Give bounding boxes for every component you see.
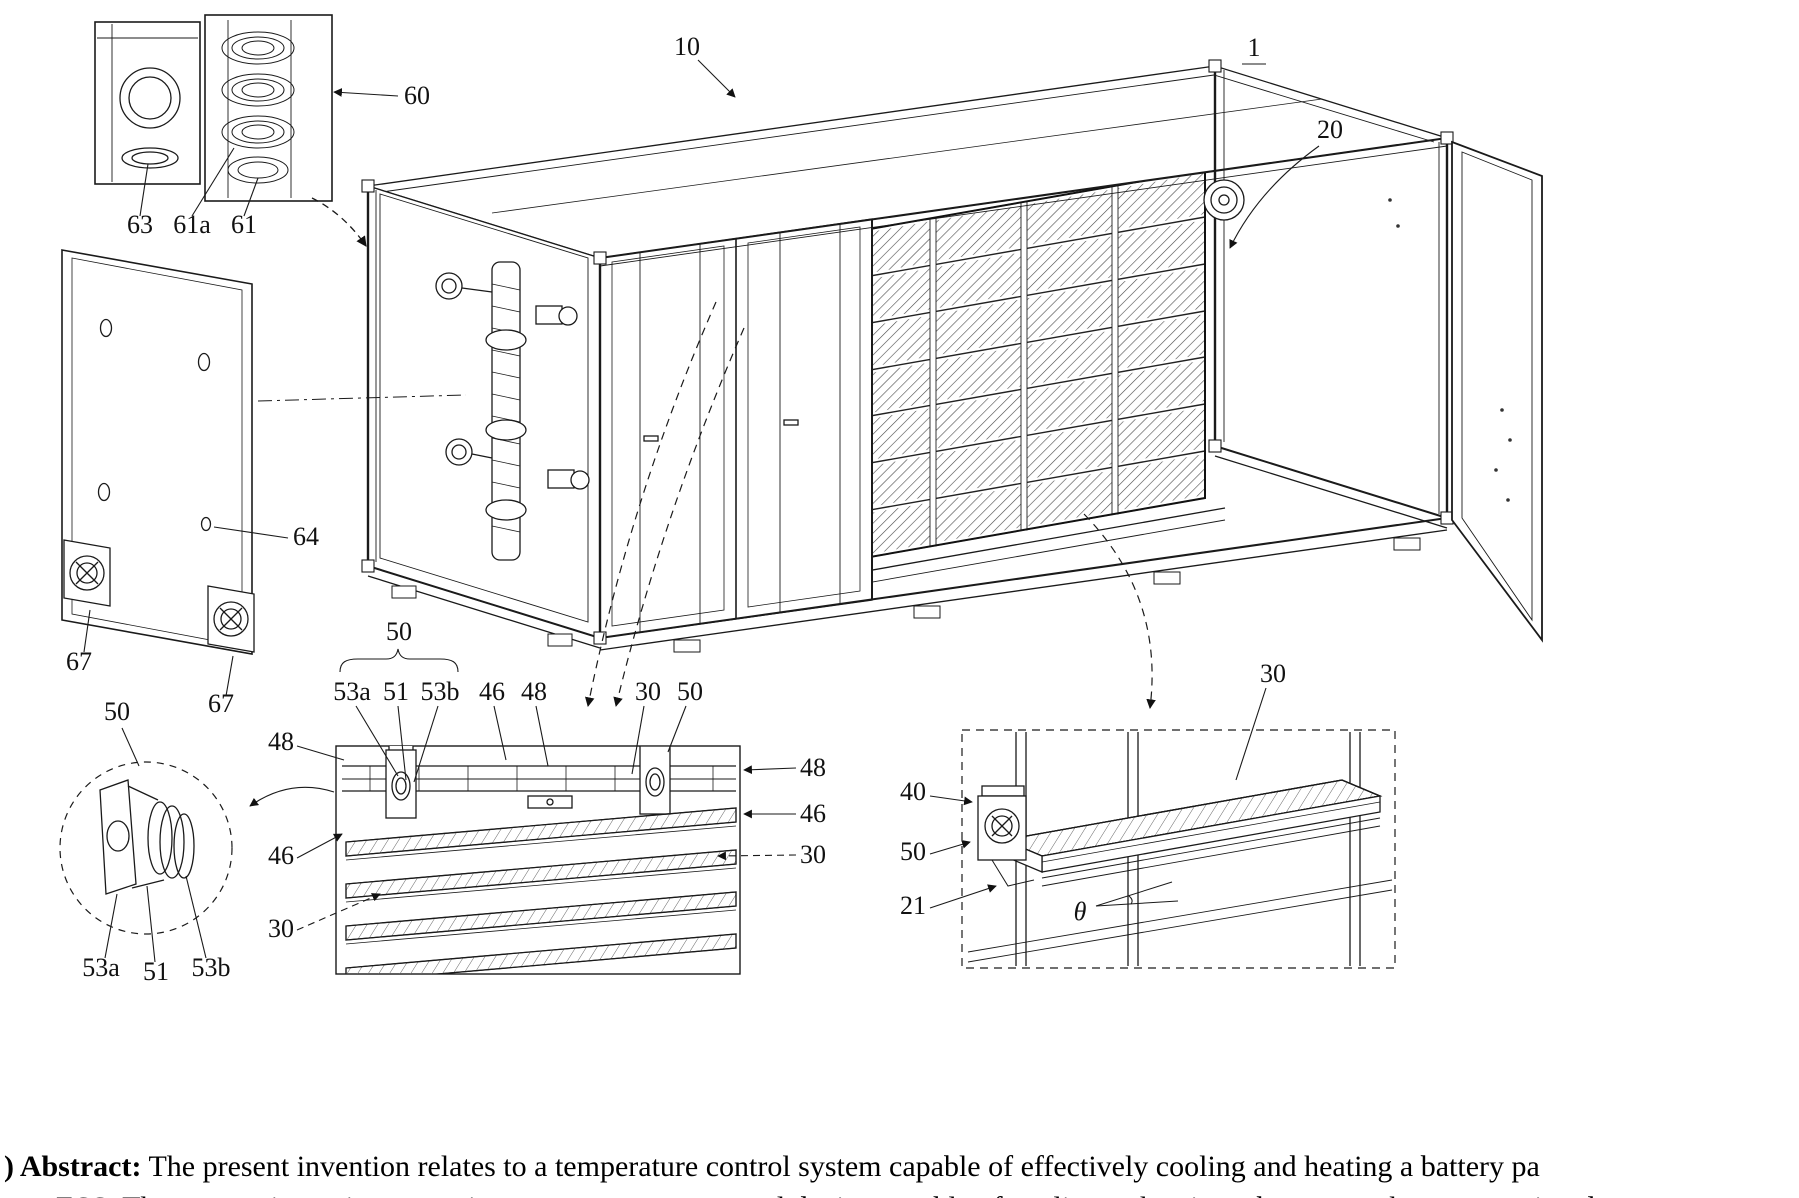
tray-fan-unit	[977, 785, 1035, 887]
ref-label-10: 10	[674, 32, 700, 61]
ref-label-30-left: 30	[268, 914, 294, 943]
panel-fan-right	[207, 585, 255, 653]
detail-fan-circle-view	[59, 761, 335, 935]
abstract-section: ) Abstract: The present invention relate…	[4, 1146, 1799, 1198]
ref-label-67-right: 67	[208, 689, 234, 718]
door-handle	[643, 435, 659, 442]
ref-label-53a-circle: 53a	[82, 953, 120, 982]
ref-label-53a-rack: 53a	[333, 677, 371, 706]
ref-label-30-top: 30	[635, 677, 661, 706]
abstract-text-2: ESS. The present invention comprises: a …	[56, 1191, 1632, 1198]
ref-label-1: 1	[1248, 33, 1261, 62]
ref-label-20: 20	[1317, 115, 1343, 144]
ref-label-30-right: 30	[800, 840, 826, 869]
container-left-end	[367, 185, 601, 639]
detail-tray-view	[961, 729, 1396, 969]
detail-rack-top-view	[335, 648, 741, 975]
abstract-heading: ) Abstract:	[4, 1150, 142, 1183]
rail-fan-bracket-left	[385, 746, 417, 819]
pipe-manifold	[435, 261, 590, 561]
container-main-view	[361, 59, 1543, 653]
ref-label-theta: θ	[1074, 897, 1087, 926]
ref-label-53b-circle: 53b	[192, 953, 231, 982]
detail-panel-view	[61, 249, 467, 655]
abstract-line-2: ESS. The present invention comprises: a …	[4, 1187, 1799, 1198]
ref-label-46-left: 46	[268, 841, 294, 870]
ref-label-48-left: 48	[268, 727, 294, 756]
label-brace-50	[339, 648, 459, 673]
ref-label-40: 40	[900, 777, 926, 806]
ref-label-21: 21	[900, 891, 926, 920]
ref-label-61a: 61a	[173, 210, 211, 239]
ref-label-46-top: 46	[479, 677, 505, 706]
ref-label-48-right: 48	[800, 753, 826, 782]
ref-label-50-tray: 50	[900, 837, 926, 866]
ref-label-50-circle: 50	[104, 697, 130, 726]
detail-coil-view	[94, 14, 367, 247]
battery-tray	[1001, 779, 1383, 887]
ref-label-50-top: 50	[677, 677, 703, 706]
end-wall-fan	[1203, 179, 1245, 221]
abstract-line-1: ) Abstract: The present invention relate…	[4, 1146, 1799, 1187]
container-frame	[361, 59, 1454, 653]
ref-label-51-rack: 51	[383, 677, 409, 706]
panel-fan-left	[63, 539, 111, 607]
detail-indicator-arrows	[585, 301, 1156, 709]
ref-label-67-left: 67	[66, 647, 92, 676]
door-bolts	[1388, 198, 1512, 502]
ref-label-51-circle: 51	[143, 957, 169, 986]
open-right-door	[1388, 140, 1543, 643]
rail-fan-bracket-right	[639, 746, 671, 815]
abstract-text-1: The present invention relates to a tempe…	[148, 1150, 1540, 1183]
ref-label-61: 61	[231, 210, 257, 239]
ref-label-30-tray: 30	[1260, 659, 1286, 688]
ref-label-48-top: 48	[521, 677, 547, 706]
ref-label-64: 64	[293, 522, 319, 551]
theta-angle	[1095, 881, 1179, 907]
ref-label-46-right: 46	[800, 799, 826, 828]
coil-stack	[221, 31, 295, 184]
ref-label-53b-rack: 53b	[421, 677, 460, 706]
ref-label-50-group: 50	[386, 617, 412, 646]
ref-label-60: 60	[404, 81, 430, 110]
door-handle	[783, 419, 799, 426]
front-doors	[599, 218, 873, 639]
reference-labels: 10 1 20 60 63 61a 61 67 67 64 50 53a 51 …	[66, 32, 1343, 986]
